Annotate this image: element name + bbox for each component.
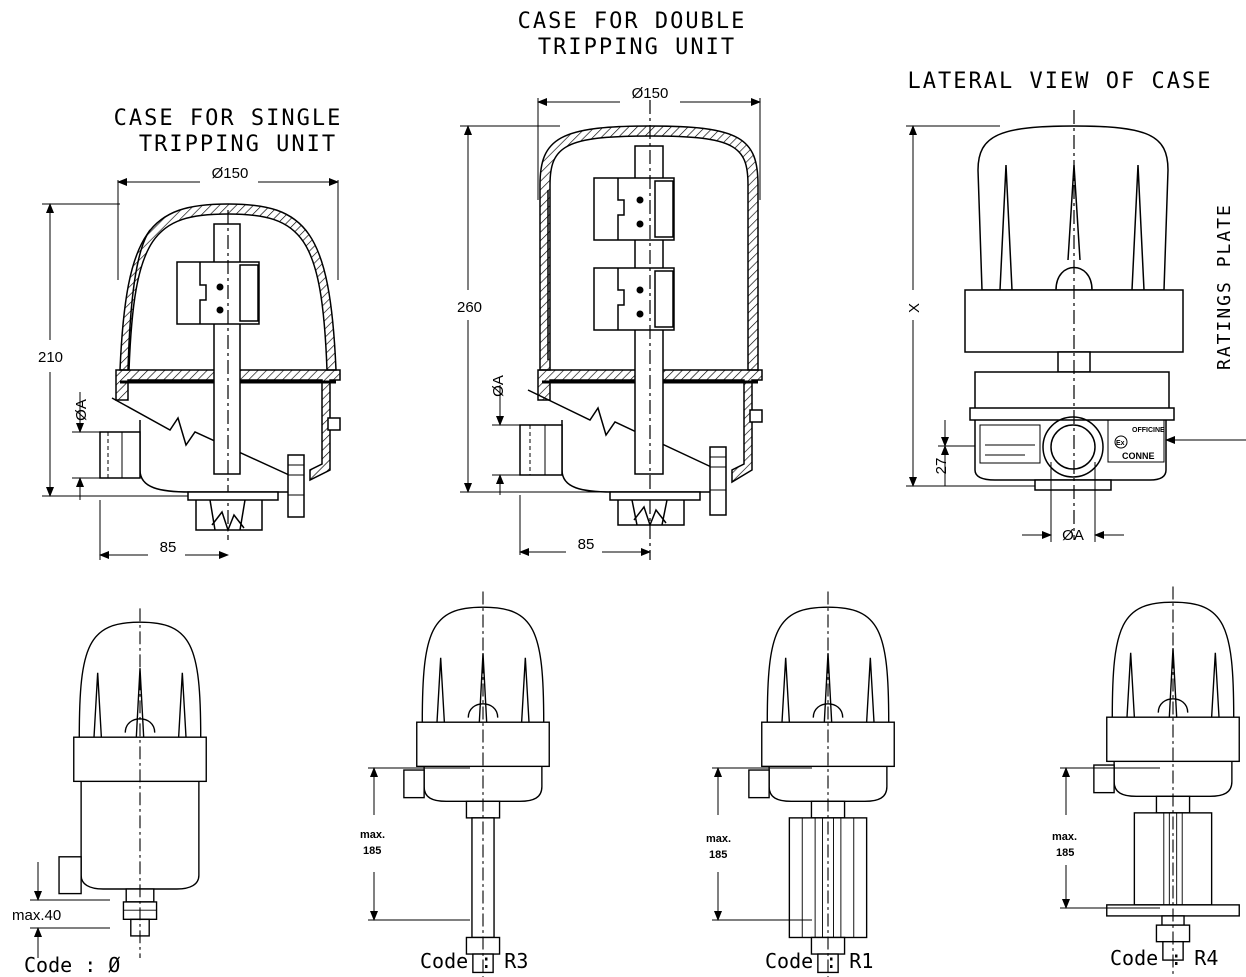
- double-case-section: Ø150: [457, 85, 763, 560]
- double-height-label: 260: [457, 299, 482, 316]
- plate-text-ex: Ex: [1116, 440, 1125, 447]
- variant-r1-code: Code : R1: [765, 949, 873, 973]
- lateral-view: OFFICINE Ex CONNE X 27 ØA RATINGS PLATE: [906, 110, 1246, 544]
- variant-r3-dim1: max.: [360, 829, 385, 841]
- lateral-height-label: X: [906, 303, 923, 313]
- double-offset-label: 85: [578, 536, 595, 553]
- variant-r4-dim2: 185: [1056, 847, 1074, 859]
- double-diaA-label: ØA: [490, 375, 507, 397]
- title-single-line2: TRIPPING UNIT: [139, 132, 337, 157]
- variant-r3-code: Code : R3: [420, 949, 528, 973]
- plate-text-officine: OFFICINE: [1132, 427, 1165, 434]
- single-offset-label: 85: [160, 539, 177, 556]
- variant-r4-code: Code : R4: [1110, 946, 1218, 970]
- ratings-plate-label: RATINGS PLATE: [1214, 203, 1235, 370]
- single-height-label: 210: [38, 349, 63, 366]
- single-diameter-label: Ø150: [212, 165, 249, 182]
- variant-code-r4: [1093, 586, 1240, 975]
- single-case-section: Ø150: [38, 165, 341, 560]
- title-single-line1: CASE FOR SINGLE: [114, 106, 343, 131]
- variant-code-zero: [58, 608, 207, 959]
- variant-r4-dim1: max.: [1052, 831, 1077, 843]
- title-lateral: LATERAL VIEW OF CASE: [908, 69, 1213, 94]
- title-double-line1: CASE FOR DOUBLE: [518, 9, 747, 34]
- variant-code-r1: [748, 591, 895, 977]
- variant-zero-dim: max.40: [12, 907, 61, 924]
- title-double-line2: TRIPPING UNIT: [538, 35, 736, 60]
- variant-code-r3: [403, 591, 550, 977]
- lateral-diaA-label: ØA: [1062, 527, 1084, 544]
- double-diameter-label: Ø150: [632, 85, 669, 102]
- variant-zero-code: Code : Ø: [24, 953, 120, 977]
- variant-r1-dim1: max.: [706, 833, 731, 845]
- variant-r3-dim2: 185: [363, 845, 381, 857]
- plate-text-conne: CONNE: [1122, 451, 1155, 461]
- lateral-base-label: 27: [933, 458, 950, 475]
- single-diaA-label: ØA: [73, 399, 90, 421]
- variant-r1-dim2: 185: [709, 849, 727, 861]
